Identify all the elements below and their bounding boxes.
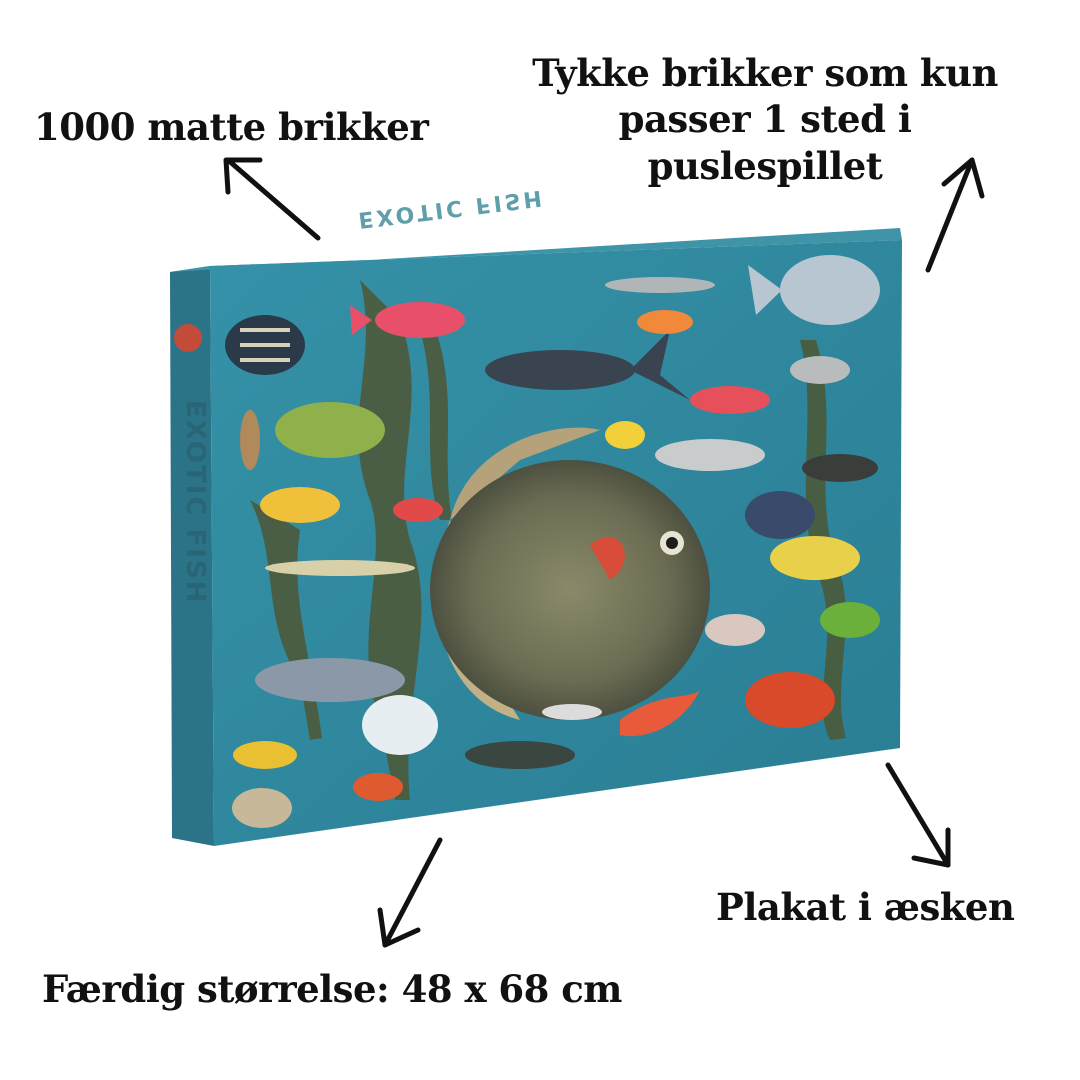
callout-pieces: 1000 matte brikker: [34, 105, 429, 149]
callout-thick-line-2: passer 1 sted i puslespillet: [618, 97, 912, 188]
callout-thick-line-1: Tykke brikker som kun: [532, 51, 998, 95]
box-spine: [170, 266, 214, 846]
callout-thick-pieces: Tykke brikker som kun passer 1 sted i pu…: [500, 50, 1030, 189]
fish-illustrations: [174, 255, 880, 828]
box-spine-title: EXOTIC FISH: [180, 400, 210, 605]
sunfish-illustration: [430, 427, 710, 720]
callout-poster: Plakat i æsken: [716, 885, 1015, 929]
callout-size: Færdig størrelse: 48 x 68 cm: [42, 967, 622, 1011]
box-top: [170, 228, 902, 272]
